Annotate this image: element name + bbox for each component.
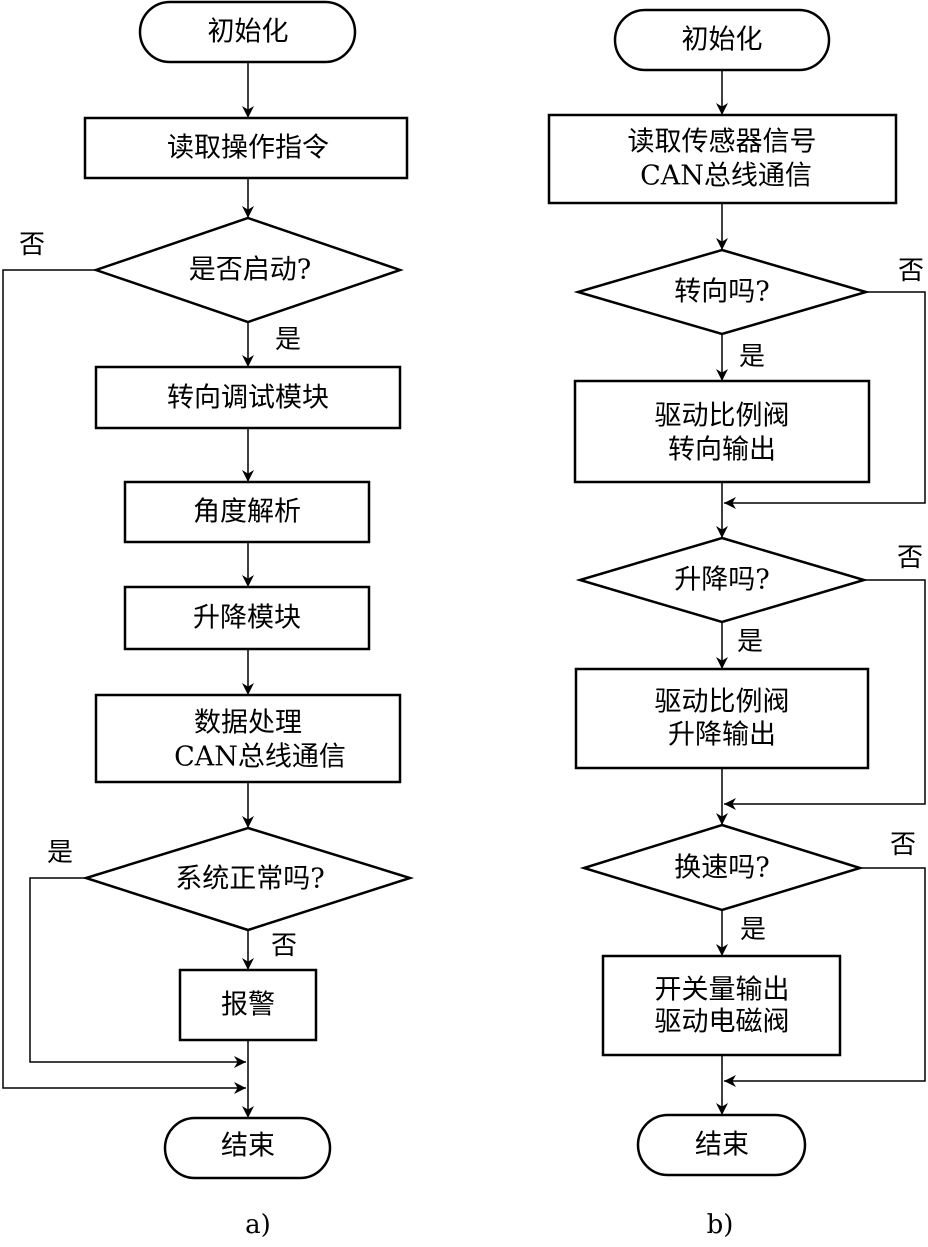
start-terminal [613,8,831,72]
decision-diamond [81,826,415,932]
decision-diamond [575,536,869,624]
a-start-yes-label: 是 [275,325,301,355]
flowchart-b: 初始化 读取传感器信号 CAN总线通信 转向吗? 驱动比例阀 转向输出 升降吗?… [547,8,926,1240]
flowchart-b-connectors [716,70,926,1115]
a-data-process-label: 数据处理 [194,708,302,739]
a-init-label: 初始化 [208,17,289,48]
b-steer-yes-label: 是 [739,342,765,372]
caption-b: b) [707,1210,734,1240]
b-steer-no-label: 否 [898,256,924,286]
edge-a-start-no-loop [2,269,246,1094]
b-steer-question-label: 转向吗? [674,277,769,308]
edge-b-steer-no-loop [724,291,926,509]
edge-b-lift-no-loop [724,579,926,810]
b-lift-output-label: 升降输出 [668,720,776,751]
b-can-bus-label: CAN总线通信 [640,161,812,192]
b-steer-output-label: 转向输出 [668,435,776,466]
b-speed-yes-label: 是 [740,915,766,945]
edge-a-normal-yes-loop [29,877,246,1068]
decision-diamond [92,216,404,324]
a-alarm-label: 报警 [221,990,275,1021]
process-box [547,113,898,205]
caption-a: a) [245,1210,271,1240]
a-angle-parse-label: 角度解析 [193,497,301,528]
process-box [123,585,371,651]
b-end-label: 结束 [695,1130,749,1161]
a-normal-yes-label: 是 [47,838,73,868]
a-system-normal-question-label: 系统正常吗? [175,864,324,895]
b-init-label: 初始化 [682,25,763,56]
process-box [573,379,871,484]
a-read-op-label: 读取操作指令 [167,133,329,164]
process-box [83,116,409,180]
b-lift-question-label: 升降吗? [674,565,769,596]
end-terminal [636,1113,807,1177]
a-normal-no-label: 否 [271,931,297,961]
b-drive-valve-label: 驱动比例阀 [655,401,790,432]
a-lift-module-label: 升降模块 [193,603,301,634]
decision-diamond [573,248,871,336]
a-can-bus-label: CAN总线通信 [174,742,346,773]
b-switch-output-label: 开关量输出 [655,975,790,1006]
process-box [94,693,402,784]
b-lift-yes-label: 是 [737,627,763,657]
end-terminal [163,1116,332,1180]
a-start-question-label: 是否启动? [189,255,311,286]
b-speed-question-label: 换速吗? [674,853,769,884]
process-box [601,954,842,1057]
b-lift-no-label: 否 [897,543,923,573]
b-drive-solenoid-label: 驱动电磁阀 [655,1007,790,1038]
b-speed-no-label: 否 [890,830,916,860]
flowchart-a: 初始化 读取操作指令 是否启动? 转向调试模块 角度解析 升降模块 数据处理 C… [2,0,415,1240]
b-read-sensor-label: 读取传感器信号 [628,127,817,158]
decision-diamond [579,823,865,912]
process-box [94,365,402,430]
a-steer-debug-label: 转向调试模块 [167,383,329,414]
a-end-label: 结束 [221,1131,275,1162]
process-box [123,480,371,544]
process-box [178,968,318,1042]
edge-b-speed-no-loop [724,867,926,1087]
a-start-no-label: 否 [19,230,45,260]
b-drive-valve-label: 驱动比例阀 [655,687,790,718]
start-terminal [138,0,357,64]
flowchart-a-connectors [2,62,254,1118]
process-box [574,667,870,770]
